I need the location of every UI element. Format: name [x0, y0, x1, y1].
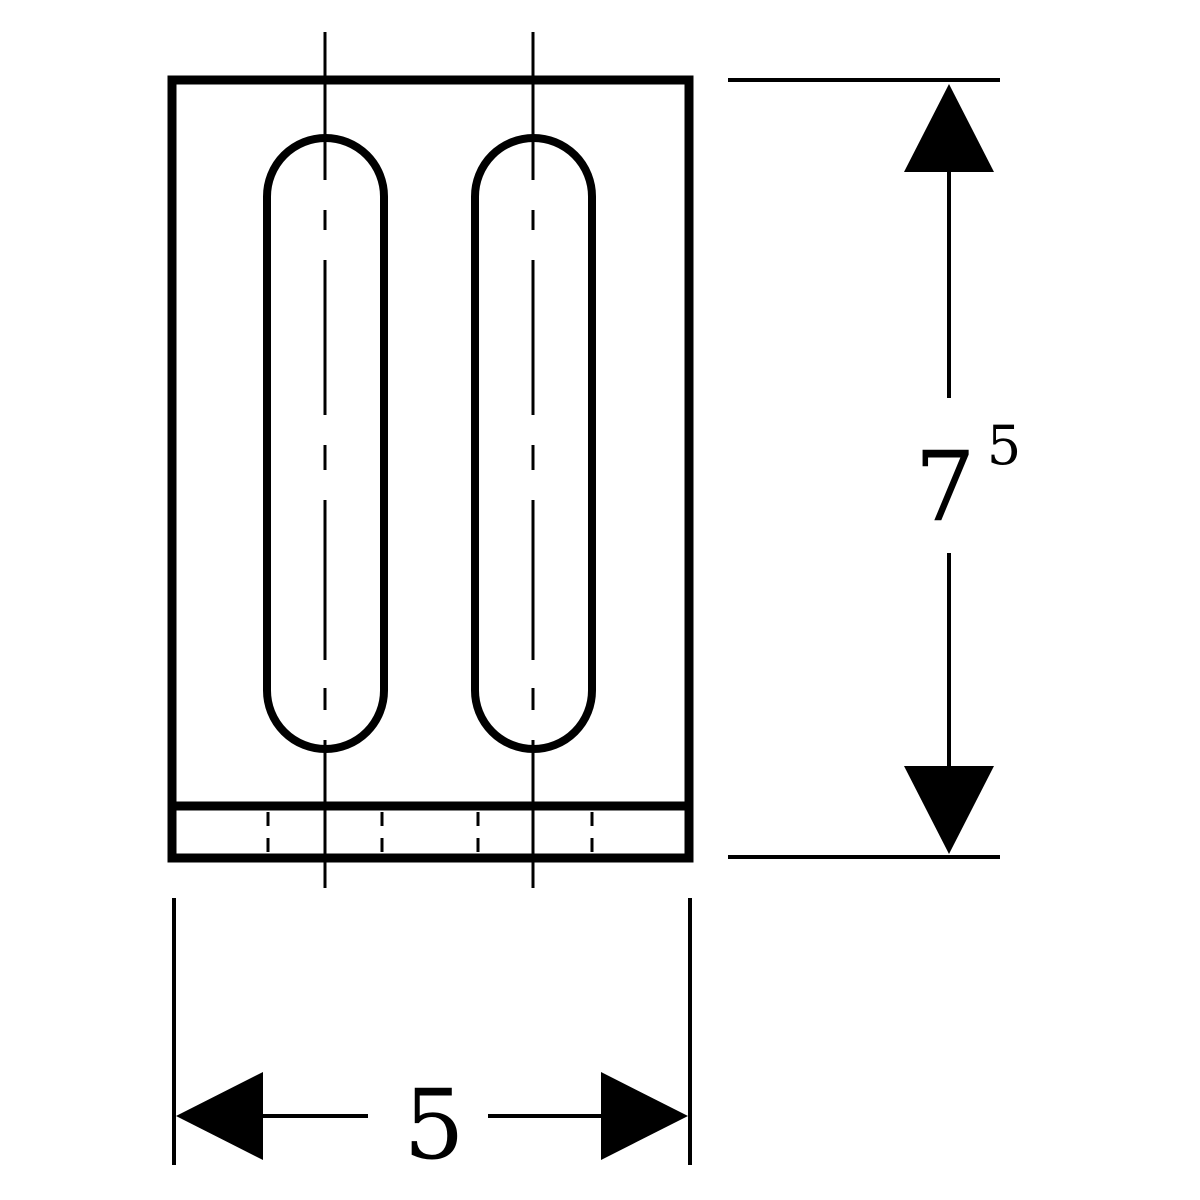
- height-dimension-value: 7: [914, 431, 975, 543]
- arrow-right-icon: [601, 1072, 688, 1160]
- arrow-left-icon: [176, 1072, 263, 1160]
- height-dimension: 7 5: [728, 78, 1021, 859]
- width-dimension-value: 5: [403, 1069, 464, 1181]
- outer-frame: [167, 75, 694, 863]
- bottom-strip-dashes: [266, 812, 594, 852]
- height-dimension-superscript: 5: [987, 414, 1021, 477]
- arrow-down-icon: [904, 766, 994, 854]
- arrow-up-icon: [904, 84, 994, 172]
- width-dimension: 5: [172, 898, 692, 1181]
